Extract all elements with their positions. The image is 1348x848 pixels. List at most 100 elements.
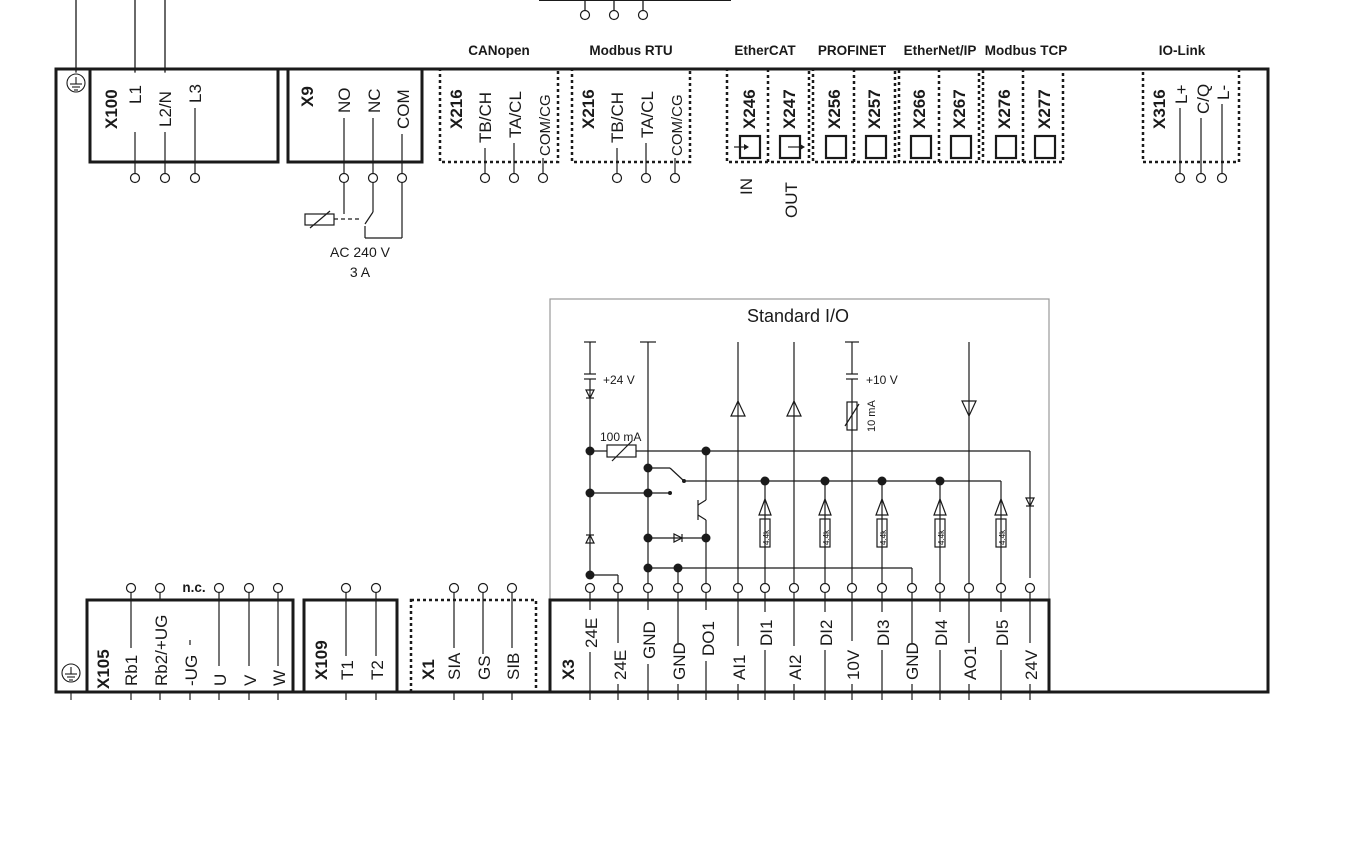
arrow-right-icon <box>800 144 805 150</box>
modbus-rtu-header: Modbus RTU <box>589 43 672 58</box>
not-connected-label: n.c. <box>182 580 205 595</box>
pin-label: L1 <box>126 85 145 104</box>
pin-label: COM/CG <box>537 94 554 156</box>
port-label: X257 <box>865 89 884 129</box>
di-input-branch <box>818 481 832 583</box>
connector-x216-modbus <box>570 67 692 164</box>
pin-label: V <box>241 674 260 686</box>
supply-10v-label: +10 V <box>866 373 898 387</box>
pin-label: L+ <box>1172 85 1191 104</box>
ground-icon <box>61 663 81 700</box>
di-input-branch <box>875 481 889 583</box>
ethercat-out-label: OUT <box>782 182 801 218</box>
profinet-header: PROFINET <box>818 43 887 58</box>
x9-label: X9 <box>298 86 317 107</box>
pin-label: 10V <box>844 649 863 680</box>
resistor-label: 4.4k <box>762 529 771 545</box>
pin-label: DO1 <box>699 621 718 656</box>
x1-label: X1 <box>419 659 438 680</box>
di-input-branch <box>933 481 947 583</box>
ethercat-in-label: IN <box>737 178 756 195</box>
canopen-header: CANopen <box>468 43 530 58</box>
pin-label: W <box>270 670 289 686</box>
pin-label: NC <box>365 88 384 113</box>
ground-icon <box>66 73 86 93</box>
pin-label: TB/CH <box>476 92 495 143</box>
standard-io-title: Standard I/O <box>747 306 849 326</box>
resistor-label: 4.4k <box>822 529 831 545</box>
pin-label: GND <box>670 642 689 680</box>
pin-label: 24V <box>1022 649 1041 680</box>
connector-x316 <box>1141 67 1241 164</box>
pin-label: AI2 <box>786 654 805 680</box>
fuse-10ma-label: 10 mA <box>866 400 878 432</box>
pin-label: SIB <box>504 653 523 680</box>
pin-label: Rb1 <box>122 655 141 686</box>
pin-label: TA/CL <box>506 91 525 138</box>
pin-label: NO <box>335 88 354 114</box>
modbus-tcp-header: Modbus TCP <box>985 43 1068 58</box>
pin-label: DI4 <box>932 620 951 646</box>
pin-label: 24E <box>582 618 601 648</box>
x316-label: X316 <box>1150 89 1169 129</box>
di-input-branch <box>994 481 1008 583</box>
resistor-label: 4.4k <box>998 529 1007 545</box>
di-input-branch <box>758 481 772 583</box>
pin-label: C/Q <box>1194 84 1213 114</box>
standard-io-panel <box>549 298 1050 601</box>
x105-label: X105 <box>94 649 113 689</box>
x216-modbus-label: X216 <box>579 89 598 129</box>
port-label: X247 <box>780 89 799 129</box>
pin-label: GS <box>475 655 494 680</box>
pin-label: GND <box>640 621 659 659</box>
relay-current-rating: 3 A <box>350 264 371 280</box>
pin-label: 24E <box>611 650 630 680</box>
x100-label: X100 <box>102 89 121 129</box>
pin-label: T1 <box>338 660 357 680</box>
port-label: X266 <box>910 89 929 129</box>
pin-label: L2/N <box>156 91 175 127</box>
x109-label: X109 <box>312 640 331 680</box>
supply-24v-label: +24 V <box>603 373 635 387</box>
pin-label: SIA <box>445 652 464 680</box>
port-label: X256 <box>825 89 844 129</box>
port-label: X267 <box>950 89 969 129</box>
pin-label: DI3 <box>874 620 893 646</box>
connector-x9 <box>286 67 424 164</box>
pin-label: DI1 <box>757 620 776 646</box>
connector-x1 <box>409 598 538 694</box>
pin-label: U <box>211 674 230 686</box>
rj45-icon <box>738 134 1057 160</box>
x3-label: X3 <box>559 659 578 680</box>
relay-voltage-rating: AC 240 V <box>330 244 391 260</box>
port-label: X277 <box>1035 89 1054 129</box>
pin-label: -UG <box>182 655 201 686</box>
pin-label: GND <box>903 642 922 680</box>
connector-x3 <box>548 598 1051 694</box>
connector-x109 <box>302 598 399 694</box>
pin-label: TB/CH <box>608 92 627 143</box>
port-label: X276 <box>995 89 1014 129</box>
pin-label: Rb2/+UG <box>152 615 171 686</box>
arrow-right-icon <box>744 144 749 150</box>
fuse-100ma-label: 100 mA <box>600 430 641 444</box>
pin-label: L3 <box>186 84 205 103</box>
ethercat-header: EtherCAT <box>734 43 796 58</box>
connector-x100 <box>88 67 280 164</box>
port-label: X246 <box>740 89 759 129</box>
pin-label: L- <box>1214 85 1233 100</box>
pin-label: COM/CG <box>669 94 686 156</box>
ethernet-ip-header: EtherNet/IP <box>904 43 977 58</box>
resistor-label: 4.4k <box>937 529 946 545</box>
pin-label: COM <box>394 89 413 129</box>
pin-label: DI2 <box>817 620 836 646</box>
pin-label: DI5 <box>993 620 1012 646</box>
io-link-header: IO-Link <box>1159 43 1206 58</box>
resistor-label: 4.4k <box>879 529 888 545</box>
pin-label: AI1 <box>730 654 749 680</box>
pin-label: T2 <box>368 660 387 680</box>
pin-label: TA/CL <box>638 91 657 138</box>
pin-label: AO1 <box>961 646 980 680</box>
x216-canopen-label: X216 <box>447 89 466 129</box>
